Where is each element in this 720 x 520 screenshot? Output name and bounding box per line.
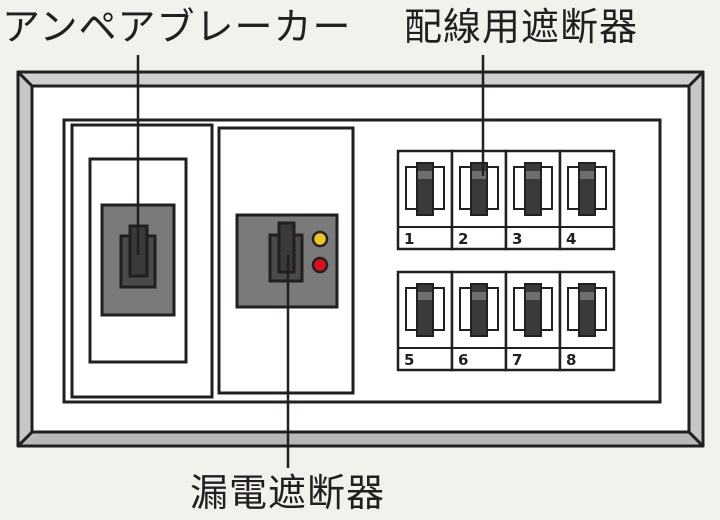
branch-breaker-8: 8 — [558, 270, 616, 372]
earth-leakage-breaker — [217, 126, 355, 395]
branch-breaker-4: 4 — [558, 149, 616, 251]
branch-breaker-1: 1 — [396, 149, 454, 251]
ampere-breaker — [70, 123, 214, 399]
ampere-breaker-label: アンペアブレーカー — [2, 5, 352, 49]
branch-breaker-2: 2 — [450, 149, 508, 251]
branch-number-label: 2 — [458, 230, 468, 248]
branch-number-label: 3 — [512, 230, 522, 248]
branch-breaker-5: 5 — [396, 270, 454, 372]
branch-number-label: 5 — [404, 351, 414, 369]
yellow-indicator-lamp — [311, 230, 329, 248]
branch-number-label: 7 — [512, 351, 522, 369]
branch-breaker-bank: 1 2 3 4 5 6 7 8 — [396, 149, 616, 372]
branch-breaker-3: 3 — [504, 149, 562, 251]
branch-breaker-7: 7 — [504, 270, 562, 372]
branch-breaker-6: 6 — [450, 270, 508, 372]
leader-lines — [136, 55, 485, 468]
branch-number-label: 6 — [458, 351, 468, 369]
red-indicator-lamp — [311, 256, 329, 274]
earth-leakage-breaker-label: 漏電遮断器 — [190, 471, 386, 515]
branch-number-label: 4 — [566, 230, 576, 248]
branch-number-label: 8 — [566, 351, 576, 369]
branch-breaker-label: 配線用遮断器 — [404, 5, 639, 49]
branch-number-label: 1 — [404, 230, 414, 248]
